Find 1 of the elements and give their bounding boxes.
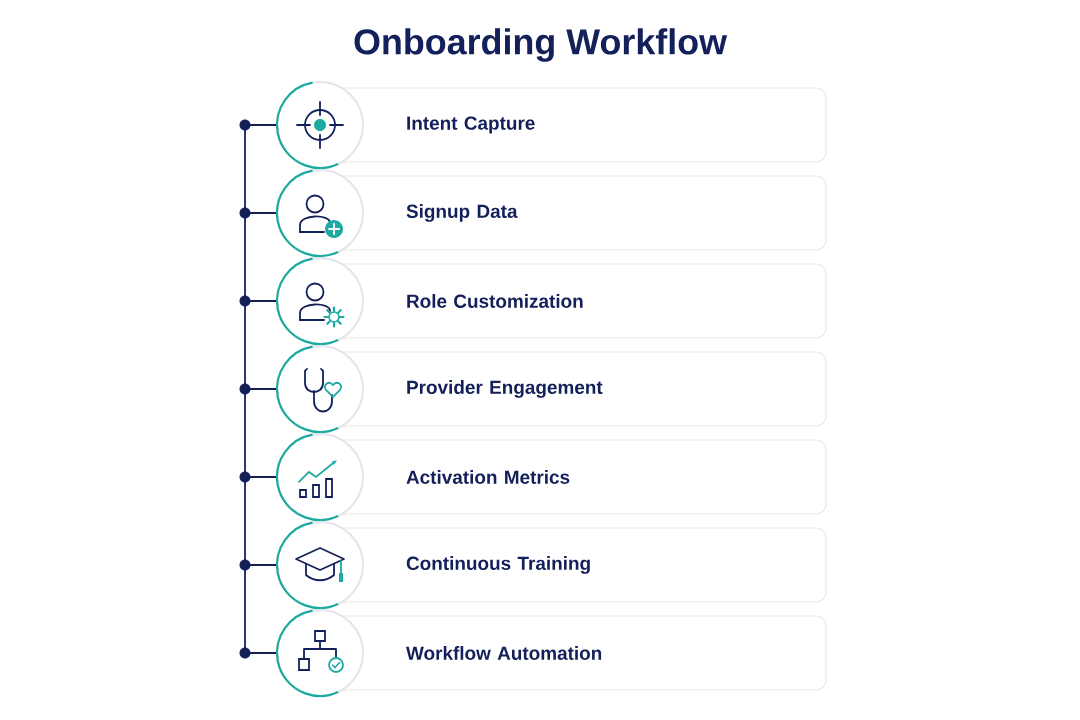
title: Onboarding Workflow [354, 28, 728, 62]
